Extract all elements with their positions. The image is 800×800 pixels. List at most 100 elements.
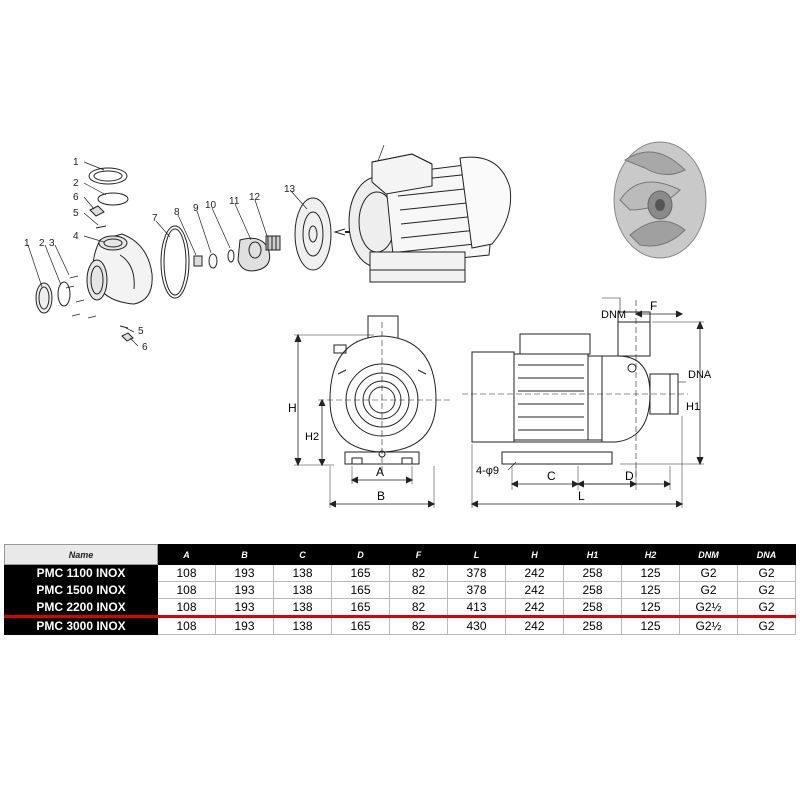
cell-H1: 258 (563, 564, 622, 582)
cell-F: 82 (389, 581, 448, 599)
dim-label-F: F (650, 299, 657, 313)
col-header-H: H (505, 544, 564, 565)
table-row: PMC 1500 INOX 108 193 138 165 82 378 242… (4, 581, 796, 599)
technical-drawing: 1 2 6 5 4 1 2 3 7 8 9 10 11 12 13 5 6 (24, 141, 712, 508)
cell-H1: 258 (563, 581, 622, 599)
side-view (462, 297, 704, 508)
table-header-row: Name A B C D F L H H1 H2 DNM DNA (4, 544, 796, 565)
row-name: PMC 1500 INOX (4, 581, 158, 599)
cell-F: 82 (389, 564, 448, 582)
cell-L: 413 (447, 598, 506, 618)
table-row: PMC 3000 INOX 108 193 138 165 82 430 242… (4, 616, 796, 635)
cell-DNA: G2 (737, 598, 796, 618)
dimensions-table: Name A B C D F L H H1 H2 DNM DNA PMC 110… (4, 544, 796, 635)
dimension-labels: H H2 A B DNM F DNA H1 C D L 4-φ9 (288, 299, 712, 503)
col-header-A: A (157, 544, 216, 565)
row-name: PMC 2200 INOX (4, 598, 158, 618)
col-header-DNM: DNM (679, 544, 738, 565)
callout-1-left: 1 (24, 238, 30, 249)
callout-1-top: 1 (73, 157, 79, 168)
cell-L: 378 (447, 581, 506, 599)
callout-11: 11 (229, 196, 240, 207)
dim-label-DNA: DNA (688, 369, 712, 381)
col-header-name: Name (4, 544, 158, 565)
impeller-image (613, 141, 707, 259)
dim-label-A: A (376, 465, 384, 479)
cell-D: 165 (331, 598, 390, 618)
cell-B: 193 (215, 616, 274, 635)
cell-H: 242 (505, 581, 564, 599)
cell-D: 165 (331, 616, 390, 635)
col-header-F: F (389, 544, 448, 565)
cell-A: 108 (157, 564, 216, 582)
callout-6-top: 6 (73, 192, 79, 203)
col-header-H2: H2 (621, 544, 680, 565)
front-view (294, 315, 450, 508)
callout-4: 4 (73, 231, 79, 242)
cell-C: 138 (273, 581, 332, 599)
table-row: PMC 2200 INOX 108 193 138 165 82 413 242… (4, 598, 796, 618)
col-header-B: B (215, 544, 274, 565)
cell-DNM: G2½ (679, 616, 738, 635)
cell-A: 108 (157, 616, 216, 635)
col-header-DNA: DNA (737, 544, 796, 565)
dim-label-H1: H1 (686, 401, 700, 413)
dim-label-L: L (578, 489, 585, 503)
callout-9: 9 (193, 203, 199, 214)
cell-H1: 258 (563, 598, 622, 618)
row-name: PMC 1100 INOX (4, 564, 158, 582)
cell-DNM: G2 (679, 581, 738, 599)
cell-H: 242 (505, 616, 564, 635)
cell-H2: 125 (621, 564, 680, 582)
cell-L: 430 (447, 616, 506, 635)
dim-label-holes: 4-φ9 (476, 465, 499, 477)
cell-C: 138 (273, 564, 332, 582)
callout-2-top: 2 (73, 178, 79, 189)
cell-F: 82 (389, 598, 448, 618)
dim-label-DNM: DNM (601, 309, 626, 321)
cell-H1: 258 (563, 616, 622, 635)
callout-12: 12 (249, 192, 261, 203)
cell-DNA: G2 (737, 564, 796, 582)
dim-label-H2: H2 (305, 431, 319, 443)
cell-D: 165 (331, 564, 390, 582)
callout-5-top: 5 (73, 208, 79, 219)
cell-B: 193 (215, 598, 274, 618)
dim-label-H: H (288, 401, 297, 415)
cell-DNA: G2 (737, 581, 796, 599)
col-header-L: L (447, 544, 506, 565)
cell-DNM: G2 (679, 564, 738, 582)
cell-B: 193 (215, 564, 274, 582)
col-header-D: D (331, 544, 390, 565)
col-header-C: C (273, 544, 332, 565)
callout-3: 3 (49, 238, 55, 249)
callout-2-left: 2 (39, 238, 45, 249)
callout-10: 10 (205, 200, 217, 211)
dim-label-C: C (547, 469, 556, 483)
dim-label-B: B (377, 489, 385, 503)
callout-8: 8 (174, 207, 180, 218)
cell-H2: 125 (621, 581, 680, 599)
cell-C: 138 (273, 598, 332, 618)
col-header-H1: H1 (563, 544, 622, 565)
callout-13: 13 (284, 184, 296, 195)
callout-6-bottom: 6 (142, 342, 148, 353)
callout-5-bottom: 5 (138, 326, 144, 337)
callout-7: 7 (152, 213, 158, 224)
part-callouts: 1 2 6 5 4 1 2 3 7 8 9 10 11 12 13 5 6 (24, 157, 296, 353)
exploded-view (27, 144, 512, 347)
cell-H: 242 (505, 598, 564, 618)
cell-DNA: G2 (737, 616, 796, 635)
cell-H: 242 (505, 564, 564, 582)
cell-C: 138 (273, 616, 332, 635)
cell-L: 378 (447, 564, 506, 582)
cell-DNM: G2½ (679, 598, 738, 618)
table-row: PMC 1100 INOX 108 193 138 165 82 378 242… (4, 564, 796, 582)
cell-D: 165 (331, 581, 390, 599)
cell-A: 108 (157, 581, 216, 599)
cell-B: 193 (215, 581, 274, 599)
cell-F: 82 (389, 616, 448, 635)
cell-A: 108 (157, 598, 216, 618)
dim-label-D: D (625, 469, 634, 483)
cell-H2: 125 (621, 616, 680, 635)
